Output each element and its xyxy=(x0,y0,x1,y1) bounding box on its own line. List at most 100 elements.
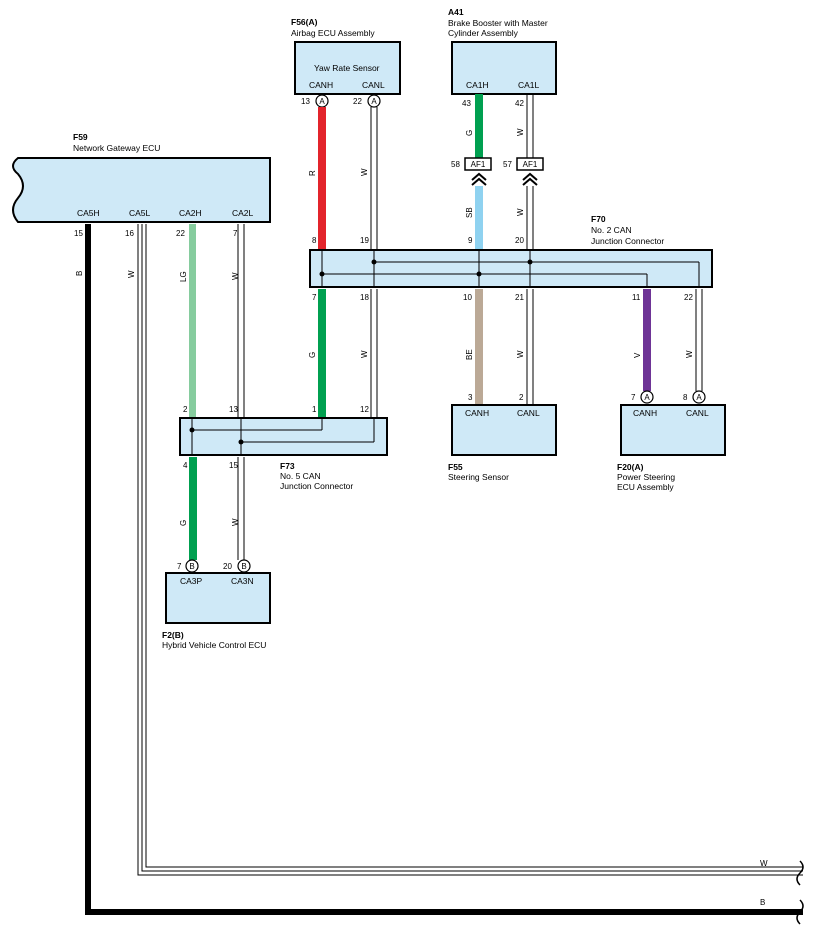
wire-f59-ca2h-lightgreen xyxy=(189,224,196,418)
wire-label-b: B xyxy=(75,271,84,276)
f55-term-canh: CANH xyxy=(465,408,489,418)
af1-pin-58: 58 xyxy=(451,160,460,169)
f59-pin-16: 16 xyxy=(125,229,134,238)
wire-label-w: W xyxy=(516,350,525,358)
a41-brake-booster: A41 Brake Booster with Master Cylinder A… xyxy=(448,7,557,108)
f59-network-gateway-ecu: F59 Network Gateway ECU CA5H CA5L CA2H C… xyxy=(12,132,271,238)
f20-name-line2: ECU Assembly xyxy=(617,482,674,492)
f56-pin-13: 13 xyxy=(301,97,310,106)
wire-label-lg: LG xyxy=(179,271,188,282)
af1-connector-58: AF1 58 xyxy=(451,157,492,186)
f70-pin-22: 22 xyxy=(684,293,693,302)
f73-pin-2: 2 xyxy=(183,405,188,414)
f55-steering-sensor: 3 2 CANH CANL F55 Steering Sensor xyxy=(448,393,557,482)
f70-pin-19: 19 xyxy=(360,236,369,245)
f70-pin-18: 18 xyxy=(360,293,369,302)
break-mark-b xyxy=(796,899,804,925)
f59-term-ca5l: CA5L xyxy=(129,208,151,218)
f2-connector-letter: B xyxy=(189,562,194,571)
a41-name-line1: Brake Booster with Master xyxy=(448,18,548,28)
f56-term-canh: CANH xyxy=(309,80,333,90)
f20-power-steering-ecu: A A 7 8 CANH CANL F20(A) Power Steering … xyxy=(617,390,726,492)
af1-label: AF1 xyxy=(471,160,486,169)
f73-name-line2: Junction Connector xyxy=(280,481,353,491)
f56-code: F56(A) xyxy=(291,17,318,27)
wire-f73-f2-white xyxy=(237,457,245,560)
f70-pin-7: 7 xyxy=(312,293,317,302)
wire-af1-white xyxy=(526,186,534,250)
f55-code: F55 xyxy=(448,462,463,472)
f70-pin-8: 8 xyxy=(312,236,317,245)
f56-pin-22: 22 xyxy=(353,97,362,106)
wire-f70-f73-white xyxy=(370,289,378,418)
f20-code: F20(A) xyxy=(617,462,644,472)
f2-pin-20: 20 xyxy=(223,562,232,571)
f20-connector-a-canh xyxy=(640,390,654,404)
wire-f70-f20-white xyxy=(695,289,703,391)
f56-inner-label: Yaw Rate Sensor xyxy=(314,63,380,73)
wire-label-be: BE xyxy=(465,349,474,360)
f2-connector-letter: B xyxy=(241,562,246,571)
f20-term-canh: CANH xyxy=(633,408,657,418)
wire-f73-f2-green xyxy=(189,457,197,560)
wire-a41-ca1h-green xyxy=(475,94,483,158)
wire-label-w-right: W xyxy=(760,859,768,868)
wire-label-w: W xyxy=(360,168,369,176)
wire-label-w: W xyxy=(127,270,136,278)
wire-f70-f20-violet xyxy=(643,289,651,391)
f55-pin-2: 2 xyxy=(519,393,524,402)
f2-hybrid-vehicle-control-ecu: B B 7 20 CA3P CA3N F2(B) Hybrid Vehicle … xyxy=(162,559,271,650)
wire-label-v: V xyxy=(633,352,642,358)
f59-pin-22: 22 xyxy=(176,229,185,238)
f70-name-line2: Junction Connector xyxy=(591,236,664,246)
wire-f56-canl-white xyxy=(370,107,378,250)
f20-pin-8: 8 xyxy=(683,393,688,402)
a41-pin-42: 42 xyxy=(515,99,524,108)
wire-label-sb: SB xyxy=(465,207,474,218)
f70-junction-connector: F70 No. 2 CAN Junction Connector xyxy=(309,214,713,288)
f56-name: Airbag ECU Assembly xyxy=(291,28,375,38)
f56-connector-a-canl xyxy=(367,94,381,108)
f70-pin-10: 10 xyxy=(463,293,472,302)
f56-airbag-ecu: F56(A) Airbag ECU Assembly Yaw Rate Sens… xyxy=(291,17,401,108)
f70-pin-20: 20 xyxy=(515,236,524,245)
wire-label-w: W xyxy=(685,350,694,358)
wire-f59-ca5h-black xyxy=(85,224,803,915)
wire-f70-f55-beige xyxy=(475,289,483,405)
wire-label-b-right: B xyxy=(760,898,765,907)
wire-label-w: W xyxy=(516,208,525,216)
f55-pin-3: 3 xyxy=(468,393,473,402)
wire-a41-ca1l-white xyxy=(526,94,534,158)
f59-name: Network Gateway ECU xyxy=(73,143,160,153)
f70-pin-11: 11 xyxy=(632,293,641,302)
f20-name-line1: Power Steering xyxy=(617,472,675,482)
af1-pin-57: 57 xyxy=(503,160,512,169)
f59-term-ca5h: CA5H xyxy=(77,208,100,218)
a41-term-ca1l: CA1L xyxy=(518,80,540,90)
f20-connector-a-canl xyxy=(692,390,706,404)
f20-pin-7: 7 xyxy=(631,393,636,402)
wire-af1-skyblue xyxy=(475,186,483,250)
f73-name-line1: No. 5 CAN xyxy=(280,471,321,481)
f73-pin-1: 1 xyxy=(312,405,317,414)
f70-name-line1: No. 2 CAN xyxy=(591,225,632,235)
f73-code: F73 xyxy=(280,461,295,471)
af1-label: AF1 xyxy=(523,160,538,169)
wire-f59-ca5l-white xyxy=(137,224,803,876)
f73-pin-4: 4 xyxy=(183,461,188,470)
f56-connector-letter: A xyxy=(371,97,377,106)
a41-pin-43: 43 xyxy=(462,99,471,108)
f2-name: Hybrid Vehicle Control ECU xyxy=(162,640,266,650)
wire-label-w: W xyxy=(516,128,525,136)
a41-term-ca1h: CA1H xyxy=(466,80,489,90)
f56-term-canl: CANL xyxy=(362,80,385,90)
f56-connector-letter: A xyxy=(319,97,325,106)
f70-pin-21: 21 xyxy=(515,293,524,302)
f73-pin-15: 15 xyxy=(229,461,238,470)
break-mark-w xyxy=(796,860,804,886)
wire-f70-f55-white xyxy=(526,289,534,405)
f59-pin-7: 7 xyxy=(233,229,238,238)
f55-term-canl: CANL xyxy=(517,408,540,418)
f70-code: F70 xyxy=(591,214,606,224)
